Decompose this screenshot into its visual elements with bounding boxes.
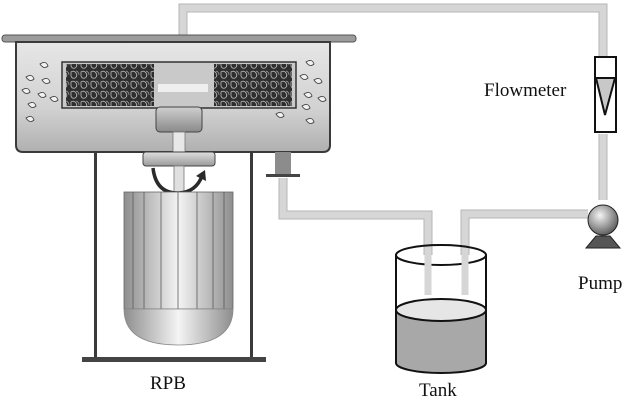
label-tank: Tank — [419, 380, 457, 401]
rotating-packed-bed — [1, 34, 357, 177]
motor-frame — [82, 153, 266, 362]
motor-shaft — [173, 165, 185, 193]
rotor-hub — [155, 106, 203, 133]
flowmeter-float-icon — [594, 77, 617, 116]
housing-lid — [1, 34, 357, 43]
motor-endcap — [123, 308, 234, 346]
tank-liquid — [395, 309, 487, 374]
motor — [123, 191, 234, 346]
liquid-distributor — [158, 84, 208, 92]
drain-flange — [266, 174, 300, 177]
label-rpb: RPB — [150, 373, 186, 394]
label-flowmeter: Flowmeter — [484, 80, 567, 101]
flowmeter — [594, 56, 617, 133]
pump — [584, 204, 622, 249]
liquid-droplets — [21, 59, 327, 125]
coupling — [142, 151, 216, 195]
shaft — [172, 131, 186, 155]
tank — [395, 244, 487, 374]
packing-left — [66, 64, 154, 106]
pump-icon — [587, 204, 619, 236]
drain-outlet — [275, 152, 291, 174]
packing-right — [214, 64, 292, 106]
coupling-housing — [142, 151, 216, 167]
label-pump: Pump — [578, 273, 622, 294]
arrowhead-icon — [196, 170, 206, 181]
